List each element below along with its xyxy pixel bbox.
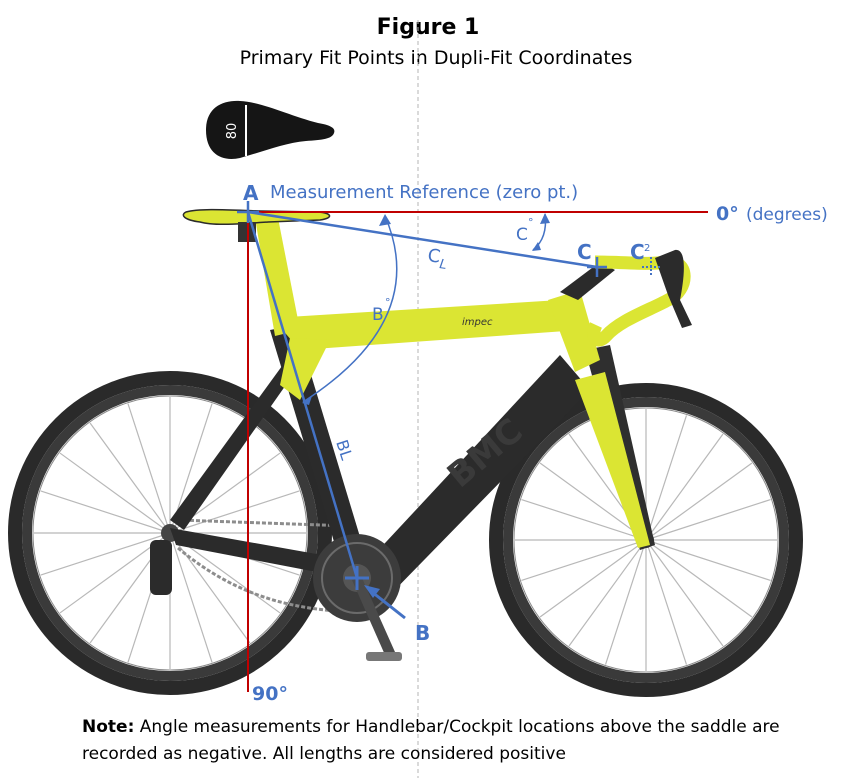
point-a-label: A <box>243 181 259 205</box>
spoke <box>645 498 771 541</box>
ninety-degree-label: 90° <box>252 683 288 705</box>
spoke <box>539 539 647 618</box>
cl-label: C <box>426 245 441 268</box>
bicycle-illustration: impec BMC <box>8 208 803 697</box>
spoke <box>169 532 213 663</box>
spoke <box>40 532 171 576</box>
b-angle-label: B <box>372 305 384 325</box>
footnote-bold: Note: <box>82 717 135 737</box>
seat-stay <box>170 355 302 530</box>
brake-lever <box>655 249 692 328</box>
fork <box>575 372 650 548</box>
seat-cluster <box>280 338 330 400</box>
b-angle-arc <box>302 215 398 403</box>
down-tube <box>360 355 590 600</box>
pedal <box>366 652 402 661</box>
spoke <box>645 462 753 541</box>
spoke <box>40 490 171 534</box>
head-tube <box>548 290 600 372</box>
stem <box>560 262 615 300</box>
top-tube-brand: impec <box>462 317 493 328</box>
rear-derailleur <box>150 540 172 595</box>
spoke <box>604 539 647 665</box>
spoke <box>568 539 647 647</box>
spoke <box>645 415 688 541</box>
cl-subscript: L <box>438 257 447 273</box>
seat-post <box>255 218 300 336</box>
spoke <box>127 403 171 534</box>
point-b-arrow <box>364 585 406 620</box>
crank-arm <box>352 578 395 655</box>
point-c2-label: C <box>630 240 645 264</box>
spoke <box>645 539 688 665</box>
handlebar <box>587 255 691 347</box>
spoke <box>539 462 647 541</box>
cl-length-line <box>247 210 598 269</box>
spoke <box>645 539 753 618</box>
c-angle-degree: ° <box>528 216 534 229</box>
footnote: Note: Angle measurements for Handlebar/C… <box>82 714 782 768</box>
measurement-reference-label: Measurement Reference (zero pt.) <box>270 182 578 203</box>
spoke <box>645 539 724 647</box>
rear-wheel <box>8 371 332 695</box>
bl-length-line <box>246 211 359 579</box>
saddle-icon: 80 <box>206 100 335 159</box>
front-wheel <box>489 383 803 697</box>
saddle-width-label: 80 <box>225 123 240 140</box>
point-c-label: C <box>577 240 592 264</box>
point-c2-subscript: 2 <box>644 243 650 254</box>
spoke <box>521 498 647 541</box>
point-b-label: B <box>415 621 430 645</box>
spoke <box>89 422 171 534</box>
point-c2-marker <box>642 257 660 277</box>
top-tube <box>272 300 580 350</box>
spoke <box>645 539 771 582</box>
saddle <box>182 208 331 226</box>
spoke <box>169 490 300 534</box>
zero-degree-unit: (degrees) <box>746 205 828 225</box>
zero-degree-label: 0° <box>716 203 739 225</box>
c-angle-label: C <box>516 225 528 245</box>
spoke <box>645 433 724 541</box>
figure-title: Figure 1 <box>377 15 480 40</box>
figure-subtitle: Primary Fit Points in Dupli-Fit Coordina… <box>240 47 633 69</box>
chain-stay <box>170 528 350 578</box>
b-angle-degree: ° <box>385 296 391 309</box>
spoke <box>521 539 647 582</box>
spoke <box>59 452 171 534</box>
footnote-text: Angle measurements for Handlebar/Cockpit… <box>82 717 780 764</box>
